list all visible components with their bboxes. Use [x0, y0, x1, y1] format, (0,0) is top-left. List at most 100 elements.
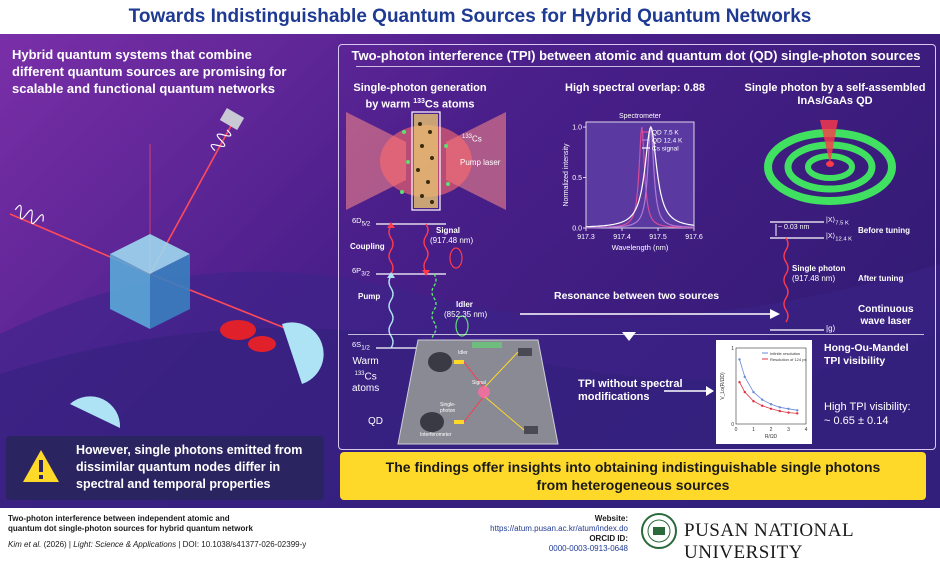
setup-interferometer: Interferometer: [420, 432, 452, 438]
level-6d: 6D5/2: [352, 216, 370, 228]
x-tick-label: 0: [735, 427, 738, 433]
orcid-label: ORCID ID:: [589, 534, 628, 543]
x-tick-label: 917.4: [613, 234, 631, 241]
idler-label: Idler: [456, 300, 473, 309]
qd-x124-text: |X⟩: [826, 233, 836, 240]
citation-authors: Kim et al.: [8, 540, 42, 549]
y-tick-label: 0.5: [572, 175, 582, 182]
warning-triangle-icon: [23, 450, 59, 482]
footer: Two-photon interference between independ…: [0, 508, 940, 563]
y-axis-label: Normalized intensity: [563, 143, 570, 207]
legend-label: QD 7.5 K: [652, 130, 679, 137]
setup-idler: Idler: [458, 350, 468, 356]
pump-laser-label: Pump laser: [460, 158, 501, 167]
cs-title-atoms: Cs atoms: [424, 98, 475, 111]
tpi-without-line: TPI without spectral: [578, 378, 683, 390]
atoms2-text: atoms: [352, 383, 380, 395]
paper-title-line: quantum dot single-photon sources for hy…: [8, 524, 253, 533]
x-axis-label: R/ΩD: [765, 434, 778, 440]
website-label: Website:: [594, 514, 628, 523]
cw-line: Continuous: [858, 304, 914, 315]
down-arrow-icon: [622, 332, 636, 341]
data-point: [761, 398, 764, 401]
hom-title-line: Hong-Ou-Mandel: [824, 342, 909, 354]
atoms-text: Cs: [364, 371, 377, 383]
citation-journal: Light: Science & Applications: [73, 540, 177, 549]
qd-title-line: Single photon by a self-assembled: [744, 82, 926, 94]
cs-sup: 133: [413, 98, 425, 105]
x-tick-label: 4: [805, 427, 808, 433]
data-point: [787, 411, 790, 414]
qd-title-line: InAs/GaAs QD: [797, 95, 873, 107]
single-photon-label: Single photon: [792, 264, 846, 273]
level-6p: 6P3/2: [352, 266, 370, 278]
x-tick-label: 917.6: [685, 234, 703, 241]
main-panel: Hybrid quantum systems that combine diff…: [0, 34, 940, 508]
data-point: [769, 407, 773, 410]
plot-area: [735, 347, 807, 425]
setup-single-photon: Single- photon: [440, 402, 456, 414]
paper-title: Two-photon interference between independ…: [8, 514, 253, 534]
atoms-line: 133Cs: [352, 368, 379, 383]
y-tick-label: 1: [731, 346, 734, 352]
qd-delta: ~ 0.03 nm: [778, 224, 810, 231]
single-photon-wl: (917.48 nm): [792, 274, 836, 283]
cs-label-text: Cs: [472, 134, 482, 144]
cs-section-title: Single-photon generation by warm 133Cs a…: [345, 82, 495, 112]
level-6s-sub: 1/2: [361, 344, 370, 352]
before-tuning: Before tuning: [858, 226, 910, 235]
data-point: [752, 400, 755, 403]
data-point: [778, 409, 781, 413]
signal-label: Signal: [436, 226, 461, 235]
x-axis-label: Wavelength (nm): [612, 243, 669, 252]
hom-result: High TPI visibility: ~ 0.65 ± 0.14: [824, 400, 911, 428]
atoms-sup: 133: [354, 371, 365, 377]
cs-title-text: by warm: [365, 98, 411, 111]
findings-line: from heterogeneous sources: [536, 477, 730, 493]
page-title: Towards Indistinguishable Quantum Source…: [128, 6, 812, 27]
cs-title-line: Single-photon generation: [353, 82, 487, 94]
series-line: [585, 125, 695, 228]
level-6s: 6S1/2: [352, 340, 370, 352]
title-bar: Towards Indistinguishable Quantum Source…: [0, 0, 940, 34]
data-point: [743, 390, 746, 394]
legend-label: QD 12.4 K: [652, 138, 683, 145]
orcid-id[interactable]: 0000-0003-0913-0648: [548, 544, 628, 553]
x-tick-label: 3: [787, 427, 790, 433]
legend-label: Cs signal: [652, 146, 679, 153]
website-url[interactable]: https://atum.pusan.ac.kr/atum/index.do: [490, 524, 628, 533]
x-tick-label: 2: [770, 427, 773, 433]
setup-sp1: Single-: [440, 402, 456, 408]
level-6d-sub: 5/2: [361, 220, 371, 228]
warning-line: spectral and temporal properties: [76, 477, 271, 491]
level-6p-text: 6P: [352, 266, 362, 275]
level-6d-text: 6D: [352, 216, 362, 225]
warning-box: However, single photons emitted from dis…: [6, 436, 324, 500]
data-point: [769, 403, 773, 406]
data-point: [761, 404, 764, 407]
chart-title: Spectrometer: [619, 113, 662, 120]
y-tick-label: 1.0: [572, 125, 582, 132]
intro-line: different quantum sources are promising …: [12, 64, 287, 79]
qd-setup-label: QD: [368, 416, 383, 427]
series-line: [586, 126, 694, 229]
series-line: [739, 359, 798, 411]
data-point: [738, 381, 741, 384]
lower-divider: [348, 334, 924, 335]
quantum-dot-rings: [764, 120, 896, 205]
level-6p-sub: 3/2: [361, 270, 370, 278]
energy-level-diagram: [376, 222, 469, 350]
intro-text: Hybrid quantum systems that combine diff…: [12, 46, 332, 97]
spec-title: High spectral overlap: 0.88: [565, 82, 705, 94]
paper-title-line: Two-photon interference between independ…: [8, 514, 230, 523]
signal-wl: (917.48 nm): [430, 236, 474, 245]
citation: Kim et al. (2026) | Light: Science & App…: [8, 540, 306, 549]
idler-wl: (852.35 nm): [444, 310, 488, 319]
qd-x75-text: |X⟩: [826, 217, 836, 224]
tpi-header: Two-photon interference (TPI) between at…: [351, 48, 921, 63]
hom-result-line: High TPI visibility:: [824, 401, 911, 413]
qd-section-title: Single photon by a self-assembled InAs/G…: [740, 82, 930, 108]
y-axis-label: V_Lo(R/ΩD): [720, 372, 726, 400]
